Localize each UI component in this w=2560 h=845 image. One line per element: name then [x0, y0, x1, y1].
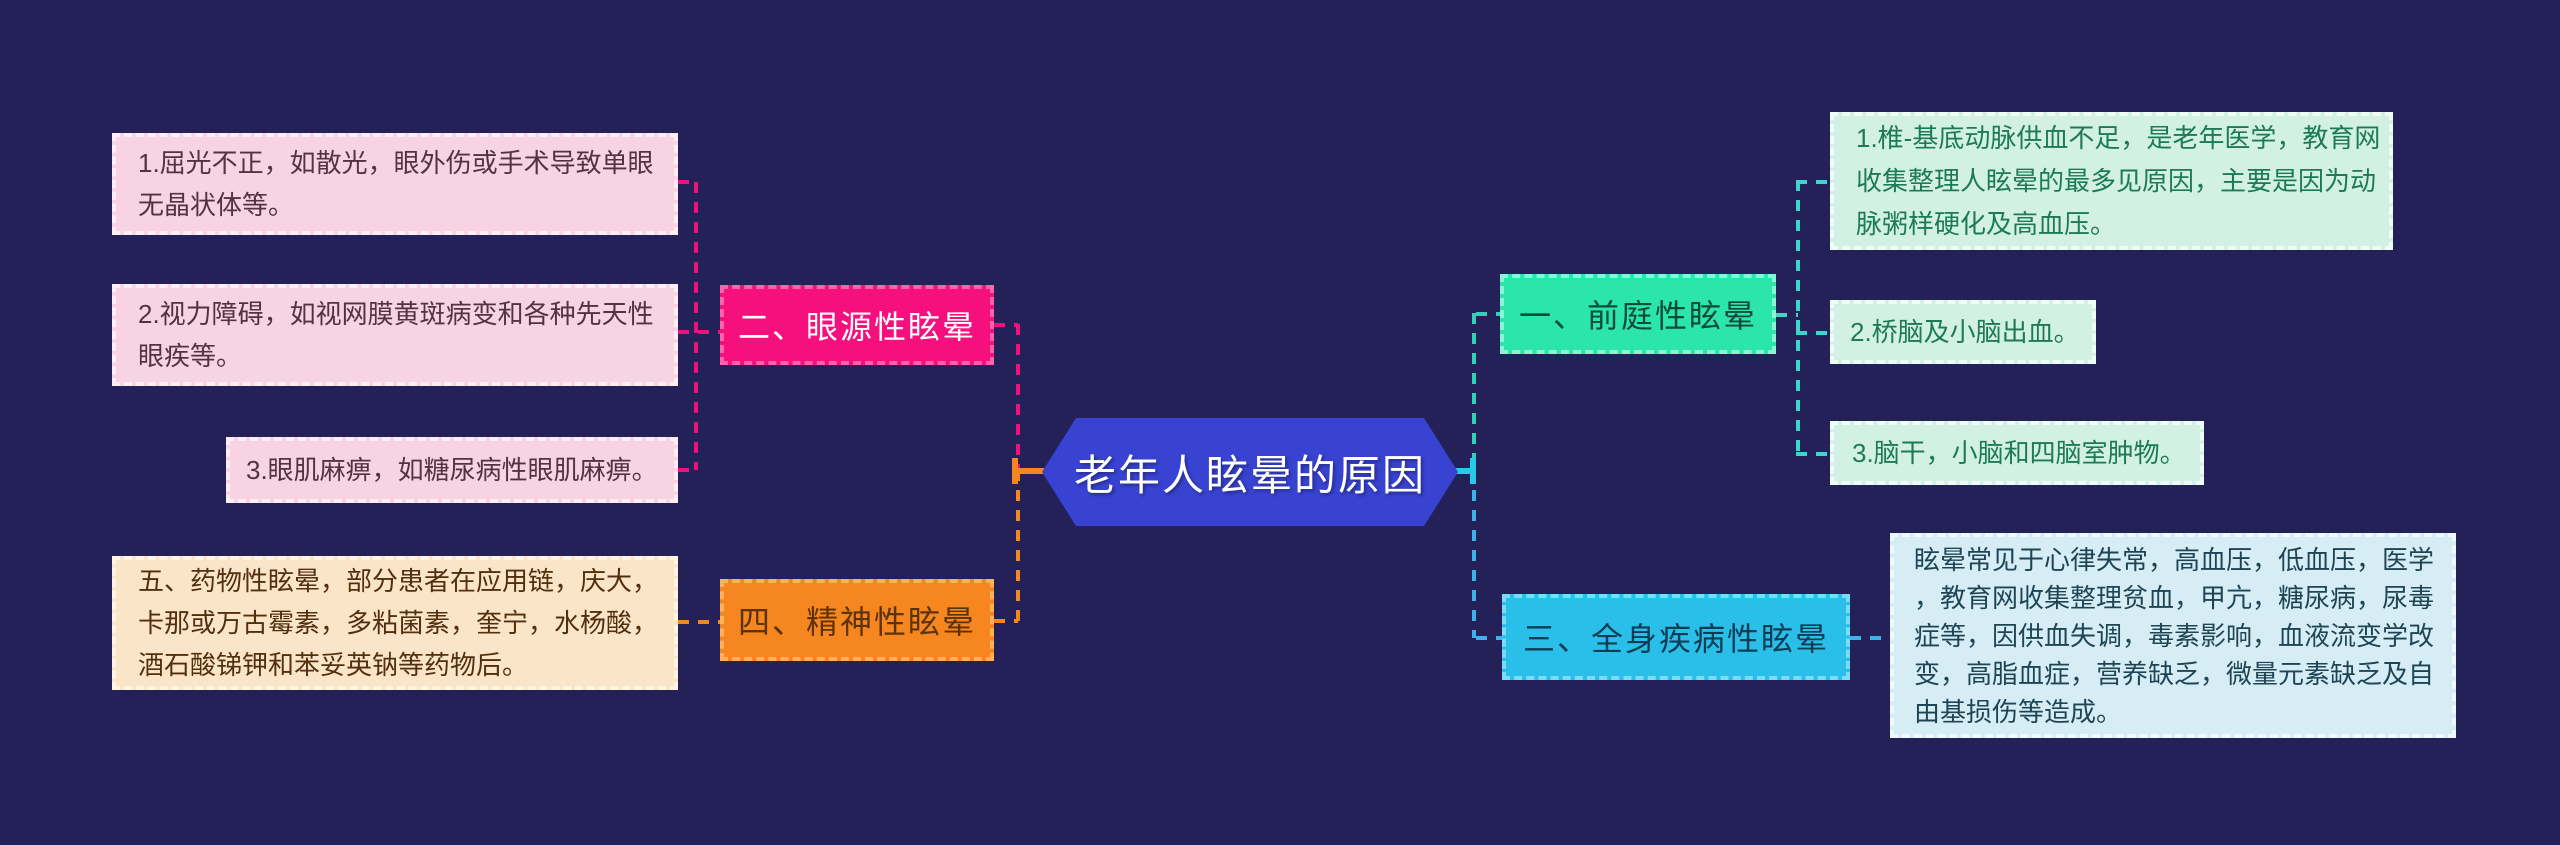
leaf-eye-2-text: 2.视力障碍，如视网膜黄斑病变和各种先天性眼疾等。: [138, 299, 654, 371]
leaf-vest-3-text: 3.脑干，小脑和四脑室肿物。: [1852, 438, 2186, 468]
connector-drug-leaf: [678, 620, 720, 624]
leaf-eye-3[interactable]: 3.眼肌麻痹，如糖尿病性眼肌麻痹。: [226, 437, 678, 503]
leaf-eye-2[interactable]: 2.视力障碍，如视网膜黄斑病变和各种先天性眼疾等。: [112, 284, 678, 386]
connector-vest-leaf1: [1796, 180, 1832, 184]
connector-systemic-node-in: [1476, 636, 1502, 640]
connector-center-left-stub: [1012, 468, 1044, 474]
branch-node-mental[interactable]: 四、精神性眩晕: [720, 579, 994, 661]
connector-vestibular-node-out: [1776, 313, 1798, 317]
branch-node-systemic[interactable]: 三、全身疾病性眩晕: [1502, 594, 1850, 680]
leaf-eye-1-text: 1.屈光不正，如散光，眼外伤或手术导致单眼无晶状体等。: [138, 148, 654, 220]
leaf-vest-1[interactable]: 1.椎-基底动脉供血不足，是老年医学，教育网收集整理人眩晕的最多见原因，主要是因…: [1830, 112, 2393, 250]
connector-mental-node-out: [994, 619, 1018, 623]
connector-center-right-stub: [1448, 468, 1476, 474]
connector-eye-leaf2-node: [678, 330, 720, 334]
connector-vest-leaf2: [1796, 331, 1832, 335]
connector-vestibular-node-in: [1476, 312, 1500, 316]
connector-left-trunk-pink: [1016, 324, 1020, 470]
connector-right-trunk-teal: [1472, 313, 1476, 470]
leaf-sys-1-text: 眩晕常见于心律失常，高血压，低血压，医学，教育网收集整理贫血，甲亢，糖尿病，尿毒…: [1914, 544, 2435, 727]
leaf-drug[interactable]: 五、药物性眩晕，部分患者在应用链，庆大，卡那或万古霉素，多粘菌素，奎宁，水杨酸，…: [112, 556, 678, 690]
connector-sys-leaf: [1850, 636, 1892, 640]
connector-eye-node-out: [994, 323, 1018, 327]
branch-node-vestibular[interactable]: 一、前庭性眩晕: [1500, 274, 1776, 354]
connector-vest-leaf3: [1796, 452, 1832, 456]
leaf-vest-2[interactable]: 2.桥脑及小脑出血。: [1830, 300, 2096, 364]
connector-right-trunk-sky: [1472, 470, 1476, 638]
leaf-sys-1[interactable]: 眩晕常见于心律失常，高血压，低血压，医学，教育网收集整理贫血，甲亢，糖尿病，尿毒…: [1890, 533, 2456, 738]
leaf-drug-text: 五、药物性眩晕，部分患者在应用链，庆大，卡那或万古霉素，多粘菌素，奎宁，水杨酸，…: [138, 566, 659, 680]
leaf-eye-1[interactable]: 1.屈光不正，如散光，眼外伤或手术导致单眼无晶状体等。: [112, 133, 678, 235]
connector-left-trunk-orange: [1016, 470, 1020, 622]
branch-node-eye[interactable]: 二、眼源性眩晕: [720, 285, 994, 365]
leaf-vest-3[interactable]: 3.脑干，小脑和四脑室肿物。: [1830, 421, 2204, 485]
leaf-eye-3-text: 3.眼肌麻痹，如糖尿病性眼肌麻痹。: [246, 455, 658, 485]
connector-eye-children-trunk: [694, 182, 698, 470]
central-topic[interactable]: 老年人眩晕的原因: [1042, 418, 1458, 526]
connector-eye-leaf1: [678, 180, 696, 184]
connector-eye-leaf3: [678, 468, 696, 472]
connector-vestibular-children-trunk: [1796, 180, 1800, 454]
leaf-vest-1-text: 1.椎-基底动脉供血不足，是老年医学，教育网收集整理人眩晕的最多见原因，主要是因…: [1856, 122, 2381, 239]
leaf-vest-2-text: 2.桥脑及小脑出血。: [1850, 317, 2080, 347]
